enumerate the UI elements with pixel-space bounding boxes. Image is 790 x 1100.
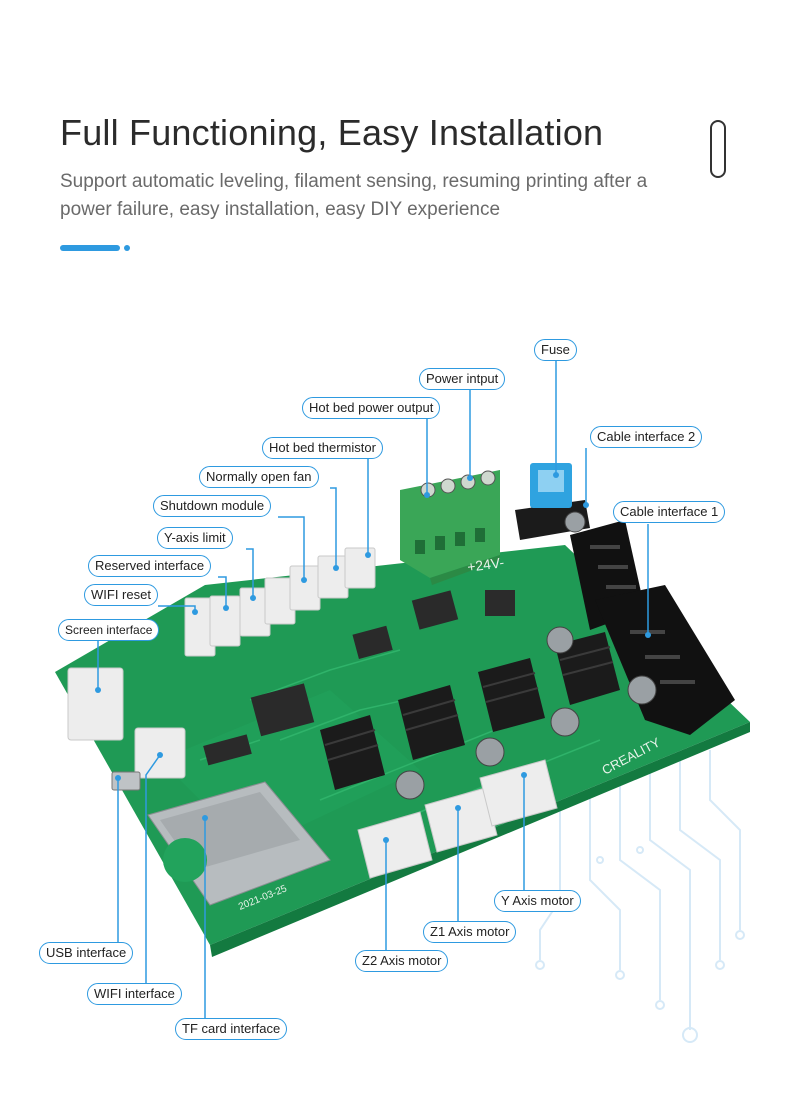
header: Full Functioning, Easy Installation Supp… xyxy=(0,0,790,280)
label-cable-interface-1: Cable interface 1 xyxy=(613,501,726,523)
regulator-chip xyxy=(411,590,459,630)
label-tf-card-interface: TF card interface xyxy=(175,1018,288,1040)
label-reserved-interface: Reserved interface xyxy=(88,555,212,577)
label-hot-bed-power-output: Hot bed power output xyxy=(302,397,441,419)
sd-card-slot xyxy=(147,781,331,906)
capacitors xyxy=(395,511,657,800)
cable-header-1 xyxy=(595,585,735,735)
label-hot-bed-thermistor: Hot bed thermistor xyxy=(262,437,383,459)
label-shutdown-module: Shutdown module xyxy=(153,495,272,517)
label-z2-axis-motor: Z2 Axis motor xyxy=(355,950,449,972)
label-cable-interface-2: Cable interface 2 xyxy=(590,426,703,448)
page-title: Full Functioning, Easy Installation xyxy=(60,112,604,153)
top-connectors xyxy=(184,547,376,657)
mosfet-chip xyxy=(352,625,393,659)
label-power-input: Power intput xyxy=(419,368,506,390)
driver-chip xyxy=(203,734,252,766)
silkscreen-voltage: +24V- xyxy=(466,554,505,575)
label-usb-interface: USB interface xyxy=(39,942,134,964)
leader-lines xyxy=(97,361,649,1018)
accent-dot xyxy=(124,245,130,251)
accent-bar xyxy=(60,245,120,251)
label-y-axis-limit: Y-axis limit xyxy=(157,527,233,549)
usb-port xyxy=(111,771,141,791)
label-fuse: Fuse xyxy=(534,339,577,361)
label-wifi-reset: WIFI reset xyxy=(84,584,158,606)
motor-connectors xyxy=(357,759,558,879)
inductor xyxy=(485,590,515,616)
mcu-chip xyxy=(250,683,315,737)
scroll-indicator-icon[interactable] xyxy=(710,120,726,178)
label-normally-open-fan: Normally open fan xyxy=(199,466,319,488)
circuit-trace-decoration xyxy=(535,750,745,1043)
leader-dots xyxy=(95,472,651,843)
label-screen-interface: Screen interface xyxy=(58,619,160,641)
screen-connector xyxy=(67,667,124,741)
page-subtitle: Support automatic leveling, filament sen… xyxy=(60,171,648,220)
label-z1-axis-motor: Z1 Axis motor xyxy=(423,921,517,943)
label-y-axis-motor: Y Axis motor xyxy=(494,890,581,912)
label-wifi-interface: WIFI interface xyxy=(87,983,182,1005)
